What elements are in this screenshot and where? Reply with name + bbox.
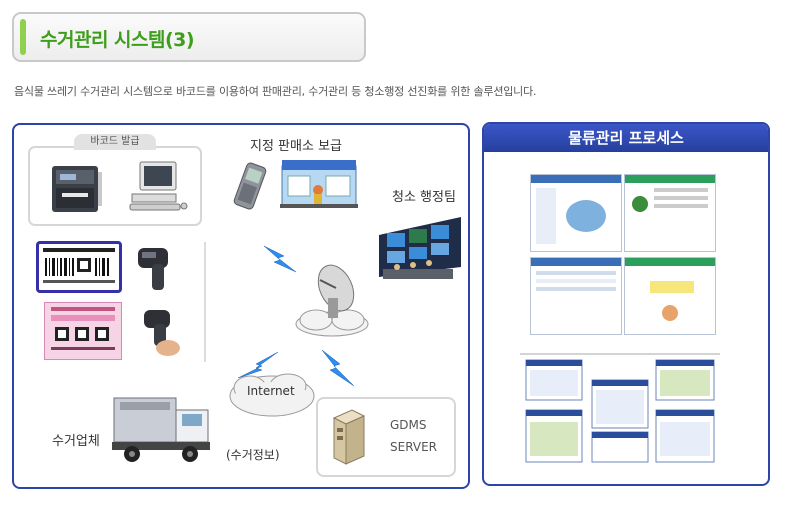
barcode-card-blue	[36, 241, 122, 293]
process-flow-diagram	[520, 353, 720, 463]
screenshot-thumbnail	[624, 257, 716, 335]
server-name-line1: GDMS	[390, 418, 427, 432]
lightning-icon	[237, 351, 279, 379]
barcode-printer-icon	[52, 166, 102, 212]
screenshot-thumbnail	[530, 257, 622, 335]
barcode-issue-label: 바코드 발급	[74, 134, 156, 150]
barcode-icon	[43, 248, 115, 283]
lightning-icon	[321, 349, 355, 387]
collector-label: 수거업체	[52, 434, 100, 449]
internet-cloud-icon	[229, 373, 315, 417]
handheld-terminal-icon	[233, 162, 267, 210]
lightning-icon	[263, 245, 297, 273]
store-icon	[280, 160, 358, 208]
page-title-box: 수거관리 시스템(3)	[12, 12, 366, 62]
screenshot-thumbnail	[530, 174, 622, 252]
designated-store-label: 지정 판매소 보급	[250, 139, 342, 154]
control-room-icon	[379, 217, 461, 279]
barcode-scanner-icon	[138, 248, 168, 290]
logistics-process-title: 물류관리 프로세스	[484, 124, 768, 152]
collection-truck-icon	[112, 397, 210, 462]
satellite-dish-icon	[295, 264, 369, 337]
server-icon	[332, 409, 366, 465]
barcode-card-pink	[44, 302, 122, 360]
section-divider	[204, 242, 206, 362]
cleaning-admin-label: 청소 행정팀	[392, 190, 456, 205]
internet-label: Internet	[247, 384, 295, 398]
screenshot-thumbnail	[624, 174, 716, 252]
handheld-scanner-icon	[144, 310, 180, 356]
collection-info-label: (수거정보)	[226, 448, 280, 462]
page-title: 수거관리 시스템(3)	[40, 29, 195, 51]
barcode-icon	[51, 307, 115, 350]
server-name-line2: SERVER	[390, 440, 438, 454]
page-description: 음식물 쓰레기 수거관리 시스템으로 바코드를 이용하여 판매관리, 수거관리 …	[14, 85, 537, 98]
title-accent-bar	[20, 19, 26, 55]
computer-icon	[129, 161, 188, 211]
